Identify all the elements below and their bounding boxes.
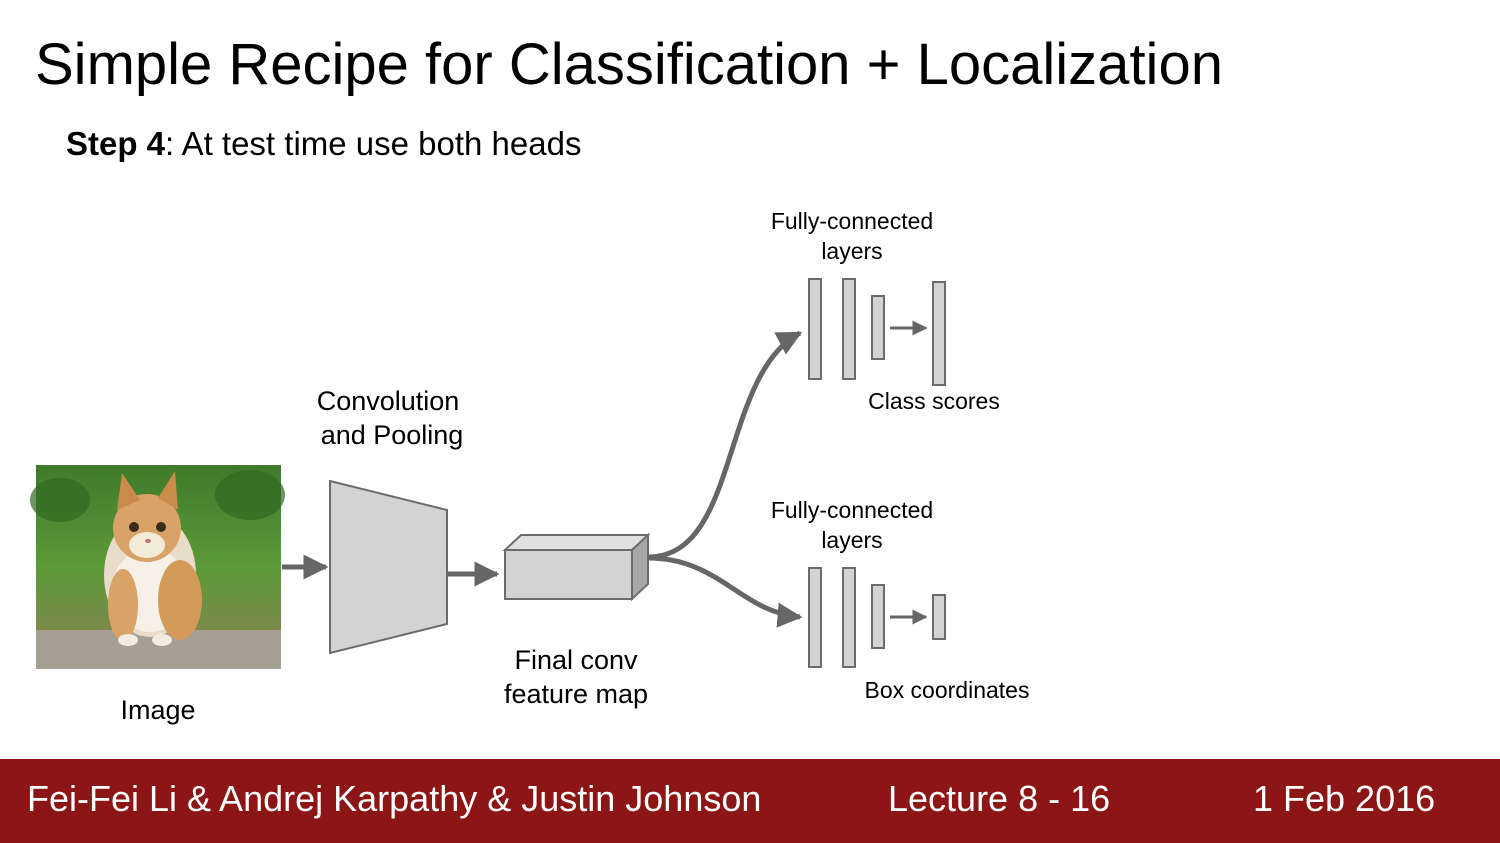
slide-title: Simple Recipe for Classification + Local… bbox=[35, 32, 1223, 97]
footer-date: 1 Feb 2016 bbox=[1253, 778, 1436, 819]
arrow-to-class-head bbox=[647, 330, 803, 560]
arrow-to-box-head bbox=[647, 555, 803, 628]
slide-footer: Fei-Fei Li & Andrej Karpathy & Justin Jo… bbox=[0, 759, 1500, 843]
conv-label-line1: Convolution bbox=[316, 386, 460, 416]
fc-top-label-line1: Fully-connected bbox=[770, 208, 934, 234]
feature-map-block bbox=[502, 532, 651, 602]
kitten-image-icon bbox=[30, 465, 285, 669]
image-label: Image bbox=[120, 695, 196, 725]
feature-label-line2: feature map bbox=[503, 679, 649, 709]
class-head-layers bbox=[808, 278, 946, 386]
box-head-layers bbox=[808, 567, 946, 668]
class-scores-label: Class scores bbox=[868, 388, 1000, 414]
step-number: Step 4 bbox=[66, 125, 166, 162]
step-subtitle: Step 4: At test time use both heads bbox=[66, 124, 581, 164]
fc-bottom-label-line1: Fully-connected bbox=[770, 497, 934, 523]
network-diagram bbox=[30, 278, 946, 669]
step-description: : At test time use both heads bbox=[165, 125, 582, 162]
feature-label-line1: Final conv bbox=[514, 645, 638, 675]
conv-pooling-block bbox=[329, 479, 448, 655]
box-coordinates-label: Box coordinates bbox=[864, 677, 1030, 703]
conv-label-line2: and Pooling bbox=[320, 420, 464, 450]
footer-authors: Fei-Fei Li & Andrej Karpathy & Justin Jo… bbox=[27, 778, 762, 819]
fc-bottom-label-line2: layers bbox=[821, 527, 883, 553]
fc-top-label-line2: layers bbox=[821, 238, 883, 264]
footer-lecture: Lecture 8 - 16 bbox=[888, 778, 1111, 819]
